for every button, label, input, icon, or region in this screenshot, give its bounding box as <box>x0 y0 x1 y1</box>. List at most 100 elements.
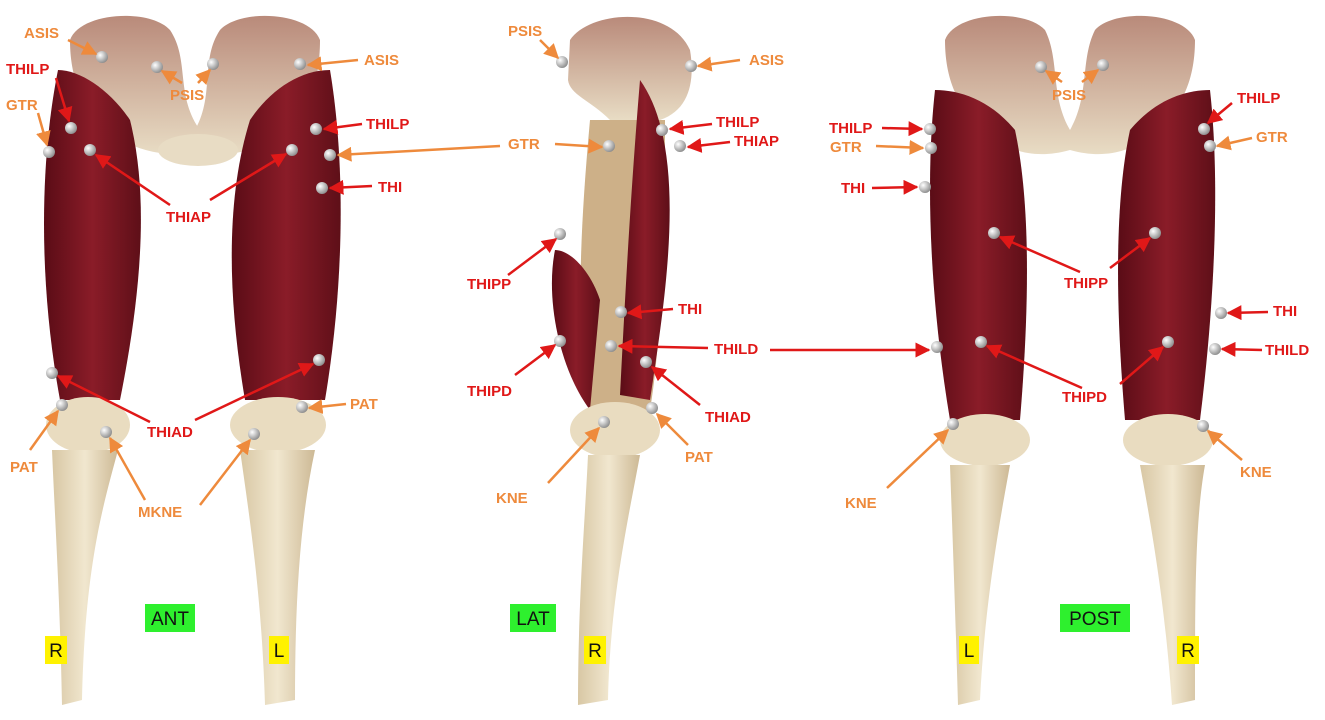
arrow-lat-thiad <box>652 367 700 405</box>
arrow-post-thilp-l <box>882 128 922 129</box>
marker-ant-thiap-r <box>84 144 96 156</box>
marker-ant-mkne-r <box>100 426 112 438</box>
marker-ant-pat-r <box>56 399 68 411</box>
arrow-ant-mkne-l <box>200 440 250 505</box>
label-post-psis: PSIS <box>1052 87 1086 104</box>
arrow-lat-psis <box>540 40 558 58</box>
view-tag-post: POST <box>1069 609 1121 630</box>
arrow-ant-gtr-r <box>38 113 47 145</box>
label-ant-pat-r: PAT <box>10 459 38 476</box>
marker-ant-psis-l <box>207 58 219 70</box>
label-lat-thipp: THIPP <box>467 276 511 293</box>
arrow-lat-pat <box>657 414 688 445</box>
lateral-pelvis <box>568 17 692 120</box>
label-post-kne-l: KNE <box>845 495 877 512</box>
knee-left <box>230 397 326 453</box>
posterior-view <box>930 16 1215 705</box>
marker-ant-thiap-l <box>286 144 298 156</box>
label-lat-kne: KNE <box>496 490 528 507</box>
label-lat-asis: ASIS <box>749 52 784 69</box>
arrow-post-thild-r <box>1222 349 1262 350</box>
label-ant-thi: THI <box>378 179 402 196</box>
label-post-thilp-r: THILP <box>1237 90 1280 107</box>
label-lat-thipd: THIPD <box>467 383 512 400</box>
shin-left <box>240 450 315 705</box>
marker-lat-thild <box>605 340 617 352</box>
label-ant-thilp-r: THILP <box>6 61 49 78</box>
label-post-kne-r: KNE <box>1240 464 1272 481</box>
marker-post-thild-r <box>1209 343 1221 355</box>
marker-ant-thilp-r <box>65 122 77 134</box>
marker-ant-psis-r <box>151 61 163 73</box>
post-thigh-muscle-right <box>1118 90 1215 420</box>
label-lat-thiad: THIAD <box>705 409 751 426</box>
arrow-post-thi-r <box>1228 312 1268 313</box>
marker-lat-thi <box>615 306 627 318</box>
label-lat-thiap: THIAP <box>734 133 779 150</box>
side-tag-ant-left: L <box>274 641 285 662</box>
post-shin-right <box>1140 465 1205 705</box>
post-thigh-muscle-left <box>930 90 1027 420</box>
label-post-thilp-l: THILP <box>829 120 872 137</box>
marker-post-thilp-l <box>924 123 936 135</box>
marker-post-kne-l <box>947 418 959 430</box>
label-post-thild-r: THILD <box>1265 342 1309 359</box>
marker-post-thi-l <box>919 181 931 193</box>
marker-post-thipp-l <box>988 227 1000 239</box>
arrow-post-gtr-l <box>876 146 923 148</box>
marker-ant-mkne-l <box>248 428 260 440</box>
shin-right <box>52 450 118 705</box>
pubic-region <box>158 134 238 166</box>
marker-lat-kne <box>598 416 610 428</box>
label-ant-asis-l: ASIS <box>364 52 399 69</box>
label-ant-pat-l: PAT <box>350 396 378 413</box>
marker-post-thi-r <box>1215 307 1227 319</box>
marker-ant-asis-r <box>96 51 108 63</box>
marker-ant-asis-l <box>294 58 306 70</box>
lateral-knee <box>570 402 660 458</box>
arrow-lat-asis <box>698 60 740 66</box>
arrow-lat-thiap <box>688 142 730 147</box>
marker-post-kne-r <box>1197 420 1209 432</box>
marker-post-thipd-l <box>975 336 987 348</box>
marker-post-gtr-l <box>925 142 937 154</box>
marker-post-gtr-r <box>1204 140 1216 152</box>
side-tag-lat-right: R <box>588 641 602 662</box>
marker-ant-gtr-l <box>324 149 336 161</box>
lateral-shin <box>578 455 640 705</box>
marker-post-thipd-r <box>1162 336 1174 348</box>
lateral-view <box>552 17 692 705</box>
arrow-post-kne-l <box>887 430 948 488</box>
label-ant-thiad: THIAD <box>147 424 193 441</box>
marker-ant-thilp-l <box>310 123 322 135</box>
label-ant-psis: PSIS <box>170 87 204 104</box>
side-tags: R L R L R <box>45 636 1199 664</box>
label-lat-pat: PAT <box>685 449 713 466</box>
post-shin-left <box>950 465 1010 705</box>
arrow-ant-pat-l <box>309 404 346 408</box>
arrow-post-thi-l <box>872 187 917 188</box>
label-post-gtr-r: GTR <box>1256 129 1288 146</box>
view-tag-ant: ANT <box>151 609 189 630</box>
label-ant-asis-r: ASIS <box>24 25 59 42</box>
arrow-lat-thilp <box>670 124 712 129</box>
arrow-post-gtr-r <box>1217 138 1252 146</box>
label-post-thipp: THIPP <box>1064 275 1108 292</box>
anterior-view <box>44 16 341 705</box>
arrow-ant-gtr-l <box>338 146 500 155</box>
marker-ant-thi-l <box>316 182 328 194</box>
side-tag-ant-right: R <box>49 641 63 662</box>
label-lat-thilp: THILP <box>716 114 759 131</box>
marker-post-thipp-r <box>1149 227 1161 239</box>
label-lat-thild: THILD <box>714 341 758 358</box>
label-ant-thilp-l: THILP <box>366 116 409 133</box>
label-ant-gtr: GTR <box>6 97 38 114</box>
marker-ant-gtr-r <box>43 146 55 158</box>
view-tag-lat: LAT <box>516 609 550 630</box>
arrow-lat-thipd <box>515 345 555 375</box>
marker-post-thild-l <box>931 341 943 353</box>
side-tag-post-right: R <box>1181 641 1195 662</box>
marker-lat-thilp <box>656 124 668 136</box>
label-lat-psis: PSIS <box>508 23 542 40</box>
